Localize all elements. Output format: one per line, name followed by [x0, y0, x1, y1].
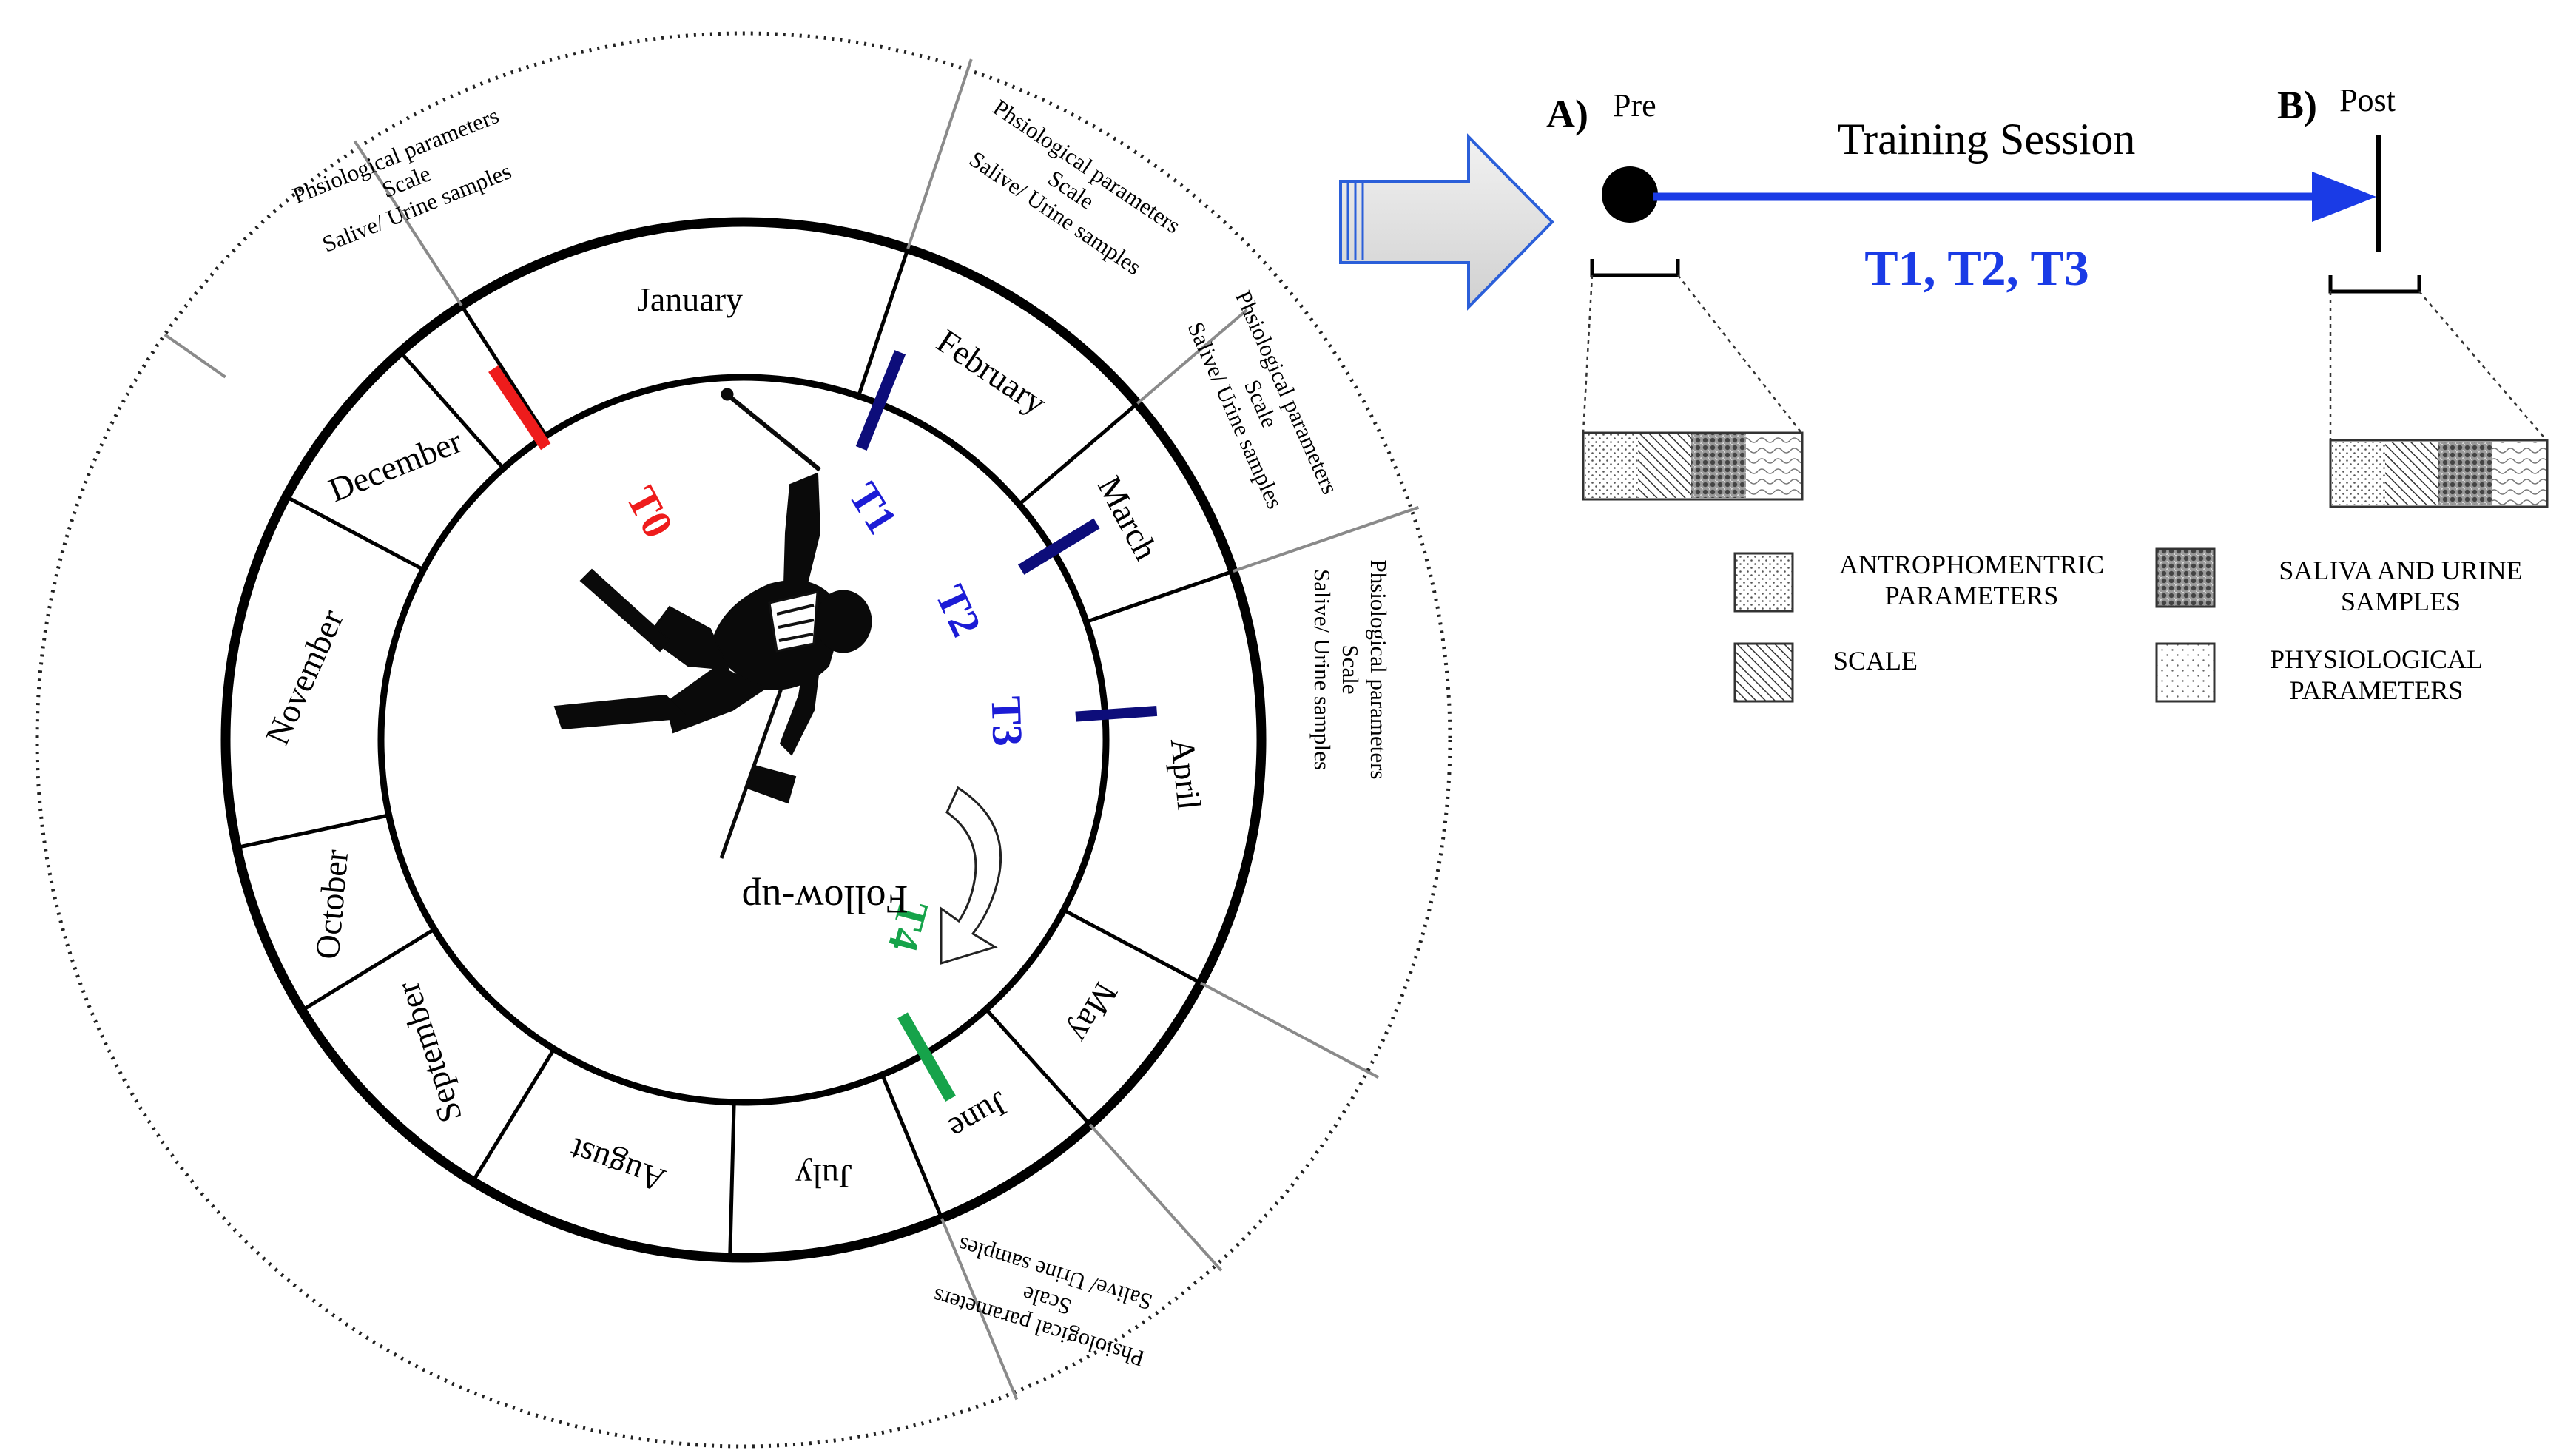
month-ring-outer-border [220, 217, 1267, 1263]
timepoint-markers [488, 350, 1158, 1102]
follow-up-arrow-icon [940, 786, 1002, 965]
pre-measurement-bar [1582, 431, 1804, 501]
session-arrow-head [2312, 172, 2376, 222]
month-divider [236, 813, 390, 849]
follow-up-label: Follow-up [741, 877, 908, 922]
pre-measurement-bracket [1582, 259, 1802, 434]
pre-timepoint-dot [1602, 166, 1658, 223]
timepoint-marker-t4 [897, 1012, 956, 1102]
svg-text:Salive/ Urine samples: Salive/ Urine samples [965, 146, 1146, 280]
svg-text:ANTROPHOMENTRIC: ANTROPHOMENTRIC [1839, 550, 2104, 579]
svg-text:SCALE: SCALE [1833, 646, 1918, 675]
sampling-divider [1088, 1123, 1223, 1272]
month-divider [880, 1074, 944, 1219]
month-divider [1017, 402, 1139, 506]
timepoint-label-t3: T3 [982, 695, 1032, 747]
month-divider [728, 1102, 736, 1258]
sampling-divider [1136, 309, 1248, 405]
month-label-may: May [1062, 977, 1125, 1050]
post-label: Post [2339, 82, 2396, 118]
month-label-january: January [637, 280, 743, 318]
month-divider [471, 1048, 556, 1183]
legend: ANTROPHOMENTRIC PARAMETERS SALIVA AND UR… [1733, 547, 2523, 705]
month-divider [985, 1008, 1092, 1126]
sampling-divider [940, 1217, 1019, 1401]
month-divider [857, 248, 910, 397]
month-label-september: September [388, 977, 469, 1128]
pre-label: Pre [1613, 87, 1656, 124]
legend-item-physiological: PHYSIOLOGICAL PARAMETERS [2155, 642, 2483, 705]
sampling-dividers [164, 58, 1420, 1401]
month-label-april: April [1164, 736, 1209, 812]
sampling-divider [353, 140, 463, 307]
sampling-divider [906, 58, 973, 249]
training-session-timeline: A) Pre B) Post Training Session T1, T2, … [1339, 82, 2549, 705]
svg-text:Scale: Scale [1338, 644, 1363, 694]
legend-item-antropometric: ANTROPHOMENTRIC PARAMETERS [1733, 550, 2104, 613]
month-divider [459, 304, 548, 437]
freestyle-skier-silhouette-icon [553, 388, 872, 859]
timepoint-label-t0: T0 [617, 479, 683, 545]
month-label-december: December [323, 422, 467, 509]
month-label-march: March [1090, 470, 1165, 566]
month-label-february: February [930, 322, 1053, 422]
month-label-november: November [257, 604, 351, 750]
year-wheel: JanuaryFebruaryMarchAprilMayJuneJulyAugu… [35, 31, 1452, 1449]
month-label-july: July [795, 1157, 852, 1195]
month-ring-inner-border [377, 374, 1110, 1106]
month-divider [285, 495, 425, 572]
svg-text:PARAMETERS: PARAMETERS [1885, 581, 2059, 610]
sampling-divider [164, 333, 226, 379]
legend-item-saliva-urine: SALIVA AND URINE SAMPLES [2155, 547, 2523, 616]
big-right-arrow-icon [1339, 133, 1554, 311]
timepoint-marker-t1 [855, 350, 906, 451]
svg-text:PARAMETERS: PARAMETERS [2290, 675, 2464, 705]
post-measurement-bar [2329, 439, 2549, 508]
month-divider [1085, 569, 1234, 624]
svg-text:PHYSIOLOGICAL: PHYSIOLOGICAL [2270, 644, 2483, 674]
svg-text:Salive/ Urine samples: Salive/ Urine samples [1309, 569, 1335, 770]
month-labels: JanuaryFebruaryMarchAprilMayJuneJulyAugu… [257, 280, 1208, 1200]
month-divider [300, 927, 436, 1012]
svg-text:SALIVA AND URINE: SALIVA AND URINE [2279, 556, 2522, 585]
pre-letter: A) [1546, 92, 1588, 136]
post-letter: B) [2277, 83, 2317, 127]
svg-text:Phsiological parameters: Phsiological parameters [1366, 560, 1392, 780]
timepoint-marker-t3 [1075, 705, 1158, 722]
timepoint-label-t2: T2 [926, 578, 991, 644]
timepoint-marker-t2 [1017, 518, 1100, 575]
month-label-october: October [309, 848, 356, 960]
session-label: Training Session [1838, 115, 2136, 164]
month-dividers [236, 248, 1234, 1258]
timepoint-marker-t0 [488, 365, 551, 451]
svg-text:SAMPLES: SAMPLES [2341, 587, 2461, 616]
legend-item-scale: SCALE [1733, 642, 1918, 703]
month-divider [1062, 908, 1202, 985]
outer-dotted-ring [35, 31, 1452, 1449]
month-divider [399, 351, 505, 470]
post-measurement-bracket [2328, 275, 2547, 441]
sampling-divider [1233, 505, 1420, 573]
month-label-august: August [564, 1130, 670, 1199]
sampling-divider [1200, 981, 1380, 1079]
timepoint-label-t1: T1 [840, 474, 907, 542]
session-tests: T1, T2, T3 [1864, 240, 2089, 296]
